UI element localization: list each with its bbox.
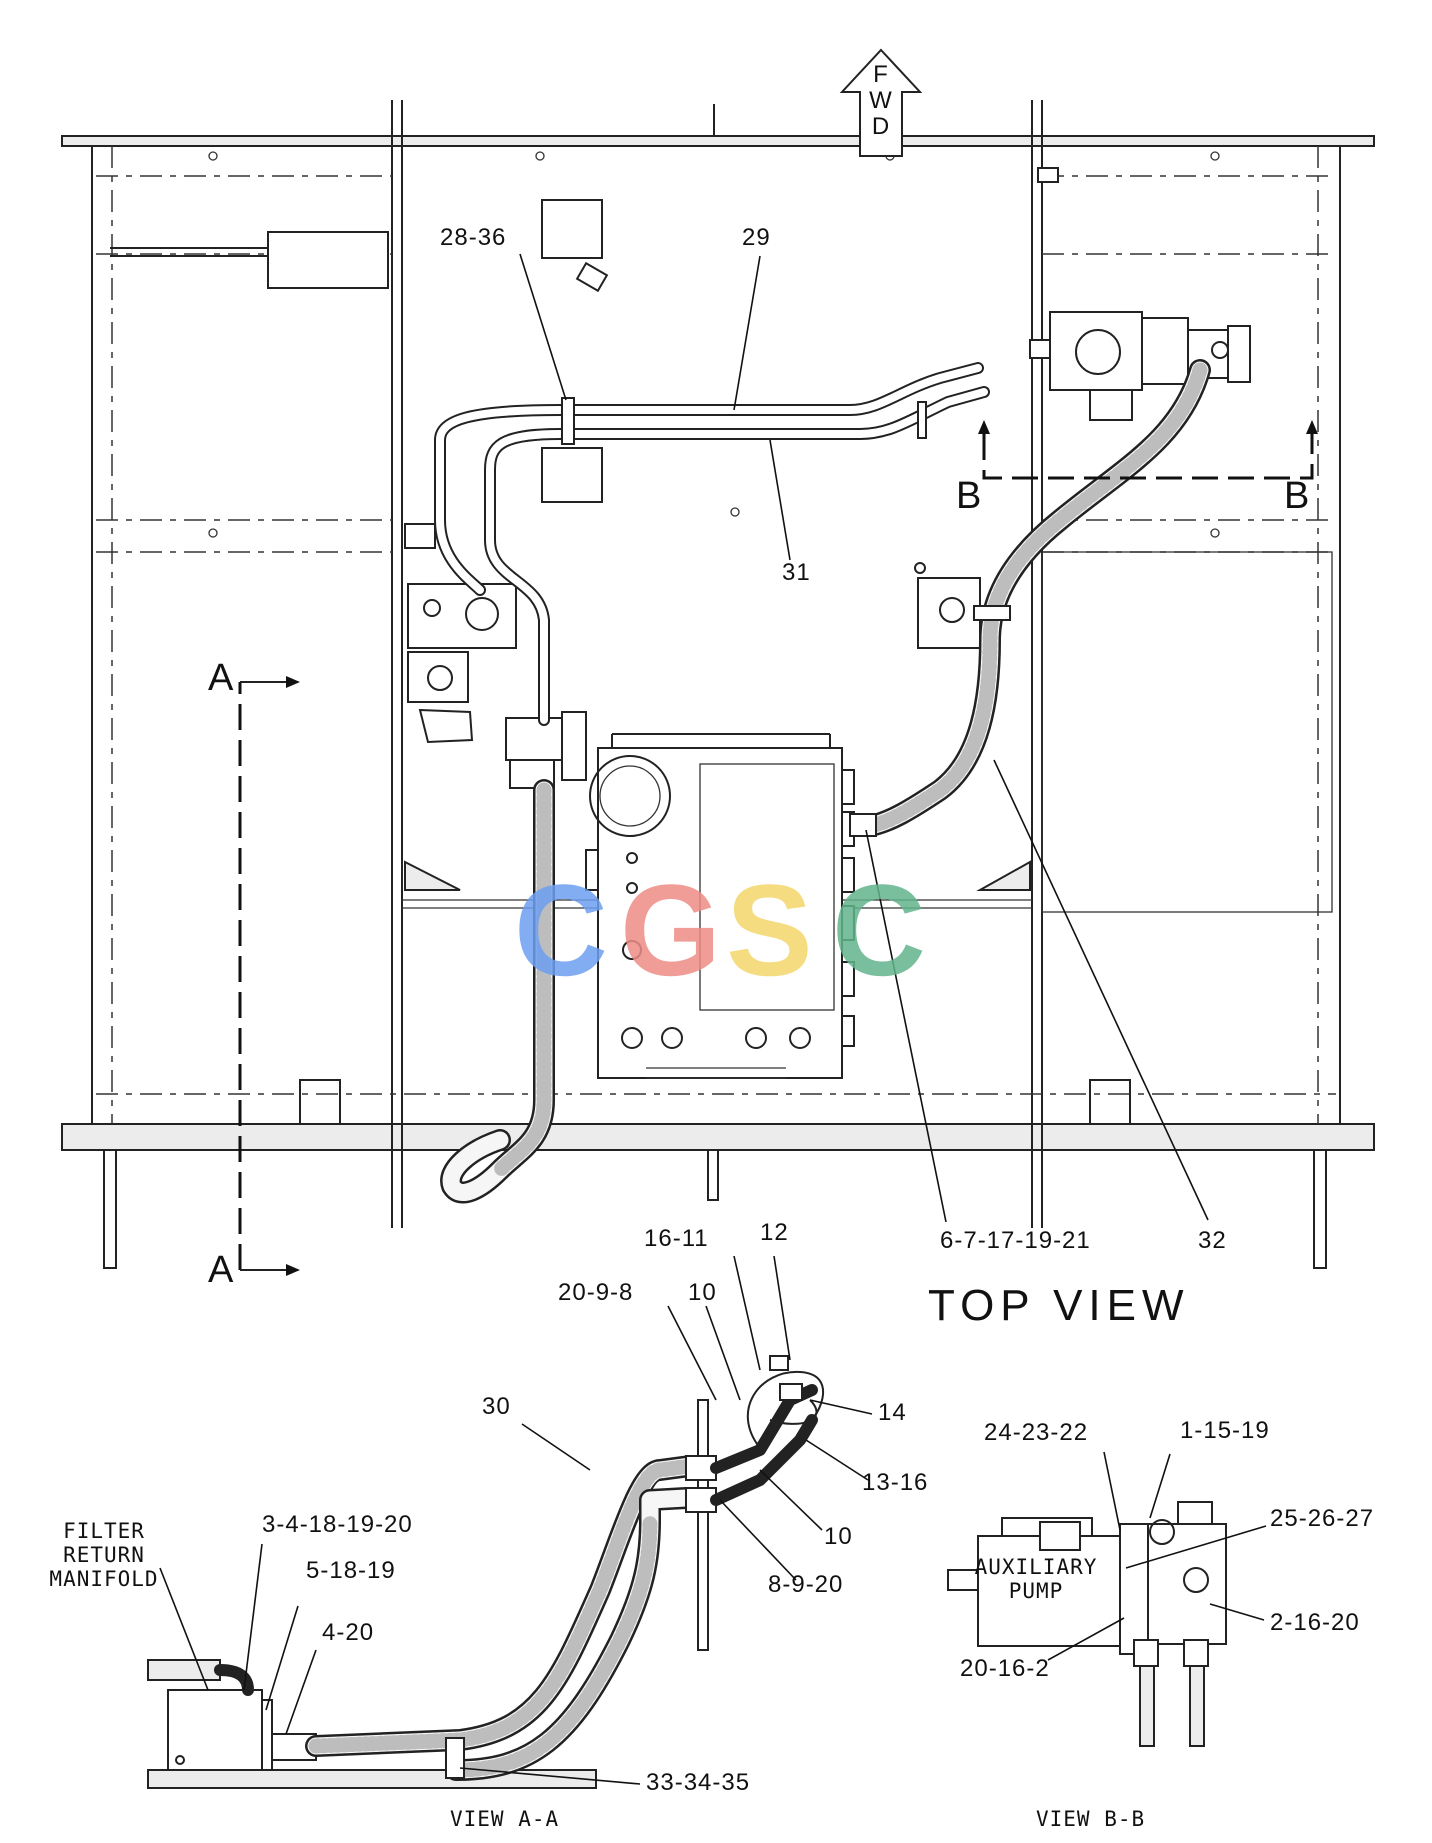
transmission-housing: [585, 733, 855, 1079]
tube-clamp-28-36: [561, 397, 575, 445]
cgsc-watermark: C G S C: [514, 857, 926, 1003]
fwd-letter-f: F: [873, 61, 889, 88]
watermark-letter-2: G: [620, 857, 721, 1003]
callout-3-4-18-19-20: 3-4-18-19-20: [262, 1511, 413, 1538]
tube-29: [434, 362, 984, 596]
filter-manifold-label-line-1: FILTER: [63, 1519, 145, 1543]
callout-14: 14: [878, 1399, 907, 1426]
callout-30: 30: [482, 1393, 511, 1420]
watermark-letter-3: S: [726, 857, 813, 1003]
section-a-top-label: A: [208, 657, 234, 699]
watermark-letter-1: C: [514, 857, 608, 1003]
fitting-6-7-17-19-21: [849, 813, 877, 837]
callout-8-9-20: 8-9-20: [768, 1571, 843, 1598]
view-b-b-title: VIEW B-B: [1036, 1807, 1145, 1831]
fwd-arrow: [839, 48, 923, 157]
callout-29: 29: [742, 224, 771, 251]
section-b-right-label: B: [1284, 475, 1310, 517]
section-b-left-label: B: [956, 475, 982, 517]
callout-13-16: 13-16: [862, 1469, 928, 1496]
fwd-letter-w: W: [869, 87, 893, 114]
callout-2-16-20: 2-16-20: [1270, 1609, 1360, 1636]
section-cut-b: [978, 420, 1318, 480]
control-valve-blocks: [407, 562, 981, 789]
callout-25-26-27: 25-26-27: [1270, 1505, 1374, 1532]
aux-pump-label-line-1: AUXILIARY: [975, 1555, 1098, 1579]
callout-12: 12: [760, 1219, 789, 1246]
callout-32: 32: [1198, 1227, 1227, 1254]
callout-24-23-22: 24-23-22: [984, 1419, 1088, 1446]
view-a-a: [147, 1355, 824, 1789]
callout-20-16-2: 20-16-2: [960, 1655, 1050, 1682]
callout-16-11: 16-11: [644, 1225, 709, 1252]
leader-lines: [159, 253, 1267, 1785]
filter-manifold-label-line-2: RETURN: [63, 1543, 145, 1567]
callout-28-36: 28-36: [440, 224, 506, 251]
section-a-bottom-label: A: [208, 1249, 234, 1291]
tube-31: [484, 386, 990, 726]
callout-4-20: 4-20: [322, 1619, 374, 1646]
hose-32: [859, 359, 1211, 837]
callout-6-7-17-19-21: 6-7-17-19-21: [940, 1227, 1091, 1254]
view-b-b: [947, 1501, 1227, 1747]
fwd-letter-d: D: [872, 113, 890, 140]
watermark-letter-4: C: [832, 857, 926, 1003]
drain-hose: [440, 779, 555, 1204]
top-view-title: TOP VIEW: [928, 1281, 1190, 1330]
section-cut-a: [238, 676, 300, 1276]
callout-33-34-35: 33-34-35: [646, 1769, 750, 1796]
filter-manifold-label-line-3: MANIFOLD: [49, 1567, 158, 1591]
callout-1-15-19: 1-15-19: [1180, 1417, 1270, 1444]
callout-5-18-19: 5-18-19: [306, 1557, 396, 1584]
callout-10-upper: 10: [688, 1279, 717, 1306]
view-a-a-title: VIEW A-A: [450, 1807, 559, 1831]
auxiliary-pump-top: [1029, 311, 1251, 421]
top-view-frame: [61, 100, 1375, 1269]
callout-20-9-8: 20-9-8: [558, 1279, 633, 1306]
aux-pump-label-line-2: PUMP: [1009, 1579, 1064, 1603]
callout-31: 31: [782, 559, 811, 586]
callout-10-lower: 10: [824, 1523, 853, 1550]
